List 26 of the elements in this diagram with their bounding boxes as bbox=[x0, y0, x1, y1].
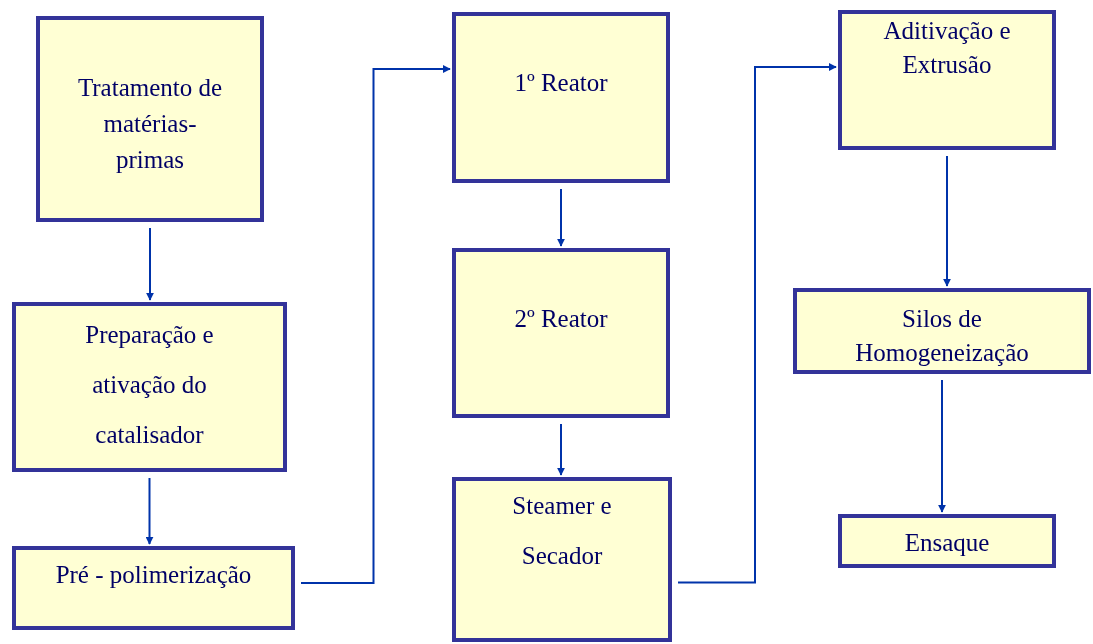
process-box bbox=[36, 16, 264, 222]
process-box bbox=[793, 288, 1091, 374]
process-box bbox=[452, 12, 670, 183]
step-label: Preparação e ativação do catalisador bbox=[84, 320, 215, 450]
step-label: 2º Reator bbox=[514, 304, 608, 334]
step-label: 1º Reator bbox=[514, 68, 608, 98]
process-box bbox=[12, 302, 287, 472]
arrow bbox=[938, 379, 946, 513]
process-box bbox=[452, 248, 670, 418]
process-box bbox=[12, 546, 295, 630]
step-label: Pré - polimerização bbox=[55, 560, 252, 590]
process-box bbox=[452, 477, 672, 642]
arrow bbox=[557, 188, 565, 247]
process-box bbox=[838, 514, 1056, 568]
arrow bbox=[300, 65, 451, 584]
process-box bbox=[838, 10, 1056, 150]
arrow bbox=[943, 155, 951, 287]
arrow bbox=[557, 423, 565, 476]
step-label: Silos de Homogeneização bbox=[854, 304, 1030, 368]
step-label: Aditivação e Extrusão bbox=[882, 16, 1012, 80]
step-label: Steamer e Secador bbox=[511, 491, 613, 571]
arrow bbox=[145, 477, 154, 545]
step-label: Ensaque bbox=[904, 528, 990, 558]
step-label: Tratamento de matérias-primas bbox=[76, 73, 224, 175]
arrow bbox=[146, 227, 154, 301]
arrow bbox=[677, 63, 837, 584]
